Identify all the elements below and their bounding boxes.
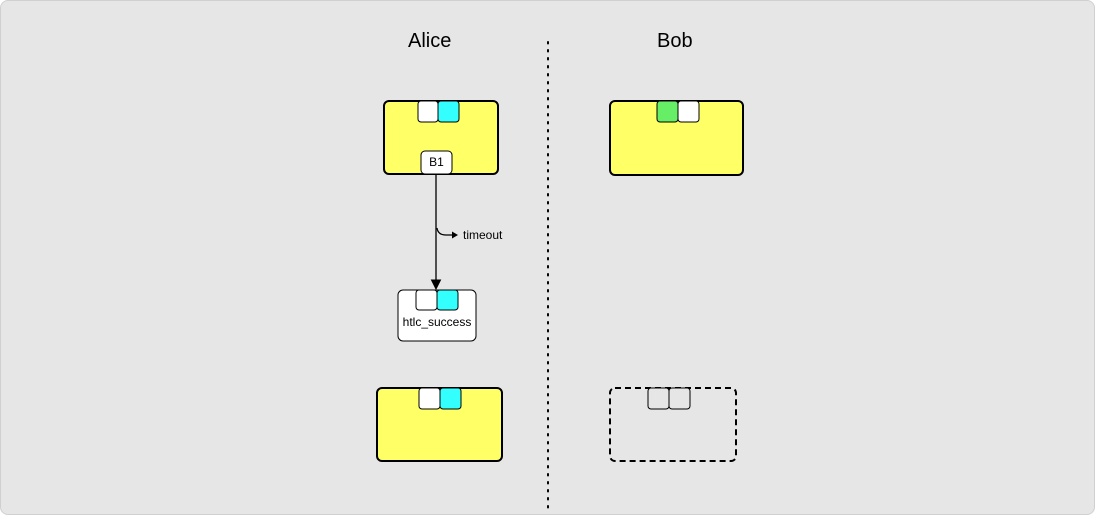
- timeout-label: timeout: [463, 228, 503, 242]
- alice-bottom-box: [376, 387, 503, 462]
- bob-bottom-slot-left: [647, 387, 670, 410]
- bob-top-slot-green: [656, 100, 679, 123]
- participant-bob: Bob: [657, 30, 693, 52]
- flow-arrowhead: [430, 279, 442, 291]
- htlc-slot-white: [415, 289, 438, 311]
- bob-top-slot-white: [677, 100, 700, 123]
- alice-top-slot-white: [417, 100, 439, 123]
- alice-bottom-slot-white: [418, 387, 441, 410]
- timeout-branch-arrowhead: [452, 231, 458, 239]
- participant-alice: Alice: [408, 30, 452, 52]
- timeout-branch-arrow: [436, 227, 453, 236]
- htlc-slot-cyan: [436, 289, 459, 311]
- bob-bottom-dashed-box: [609, 387, 737, 462]
- bob-bottom-slot-right: [668, 387, 691, 410]
- alice-top-slot-cyan: [437, 100, 460, 123]
- htlc-success-label: htlc_success: [402, 315, 472, 329]
- alice-bottom-slot-cyan: [439, 387, 462, 410]
- b1-label: B1: [429, 155, 444, 169]
